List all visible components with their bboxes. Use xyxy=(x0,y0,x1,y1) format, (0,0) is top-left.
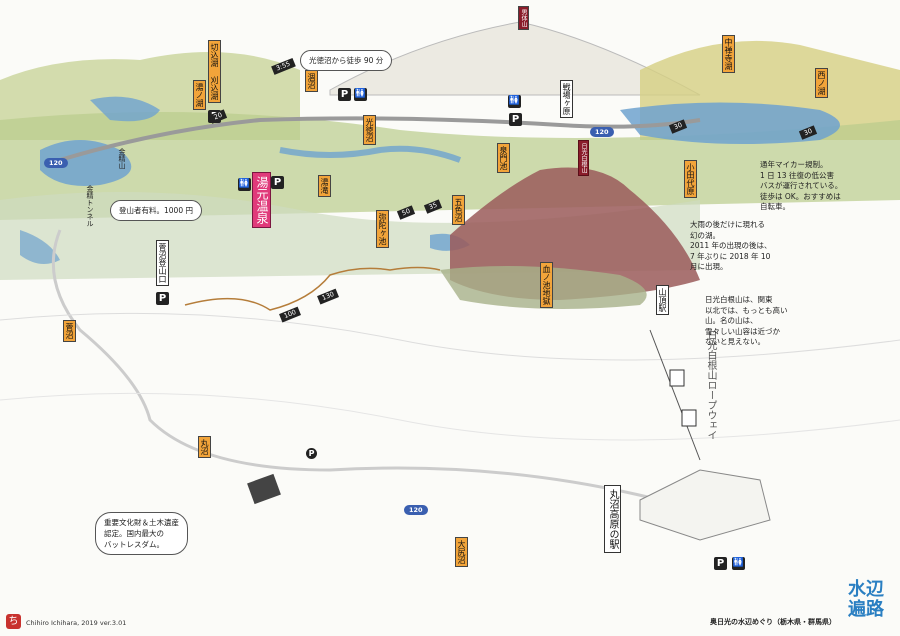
label-izumimonike: 泉門池 xyxy=(497,143,510,173)
note-maboroshi: 大雨の後だけに現れる 幻の湖。 2011 年の出現の後は、 7 年ぶりに 201… xyxy=(690,220,772,271)
route-120-shield: 120 xyxy=(44,158,68,168)
kogen-station xyxy=(639,469,771,541)
toilet-icon: 🚻 xyxy=(238,178,251,191)
label-konseiyama: 金精山 xyxy=(118,148,126,169)
gondola-1 xyxy=(669,369,685,387)
river xyxy=(279,145,462,163)
label-odashirogahara: 小田代原 xyxy=(684,160,697,198)
label-karenuma: 涸沼 xyxy=(305,70,318,92)
label-yumoto-onsen: 湯元温泉 xyxy=(252,172,271,228)
label-sancho-eki: 山頂駅 xyxy=(656,285,669,315)
sketch-ridge-2 xyxy=(0,392,900,441)
route-120-shield: 120 xyxy=(404,505,428,515)
brand-logo-line1: 水辺 xyxy=(848,579,884,600)
parking-icon: P xyxy=(156,292,169,305)
label-senjogahara: 戦場ヶ原 xyxy=(560,80,573,118)
note-tozan-fee: 登山者有料。1000 円 xyxy=(110,200,202,221)
note-mycar: 通年マイカー規制。 1 日 13 往復の低公害 バスが運行されている。 徒歩は … xyxy=(760,160,843,211)
map-title: 奥日光の水辺めぐり（栃木県・群馬県） xyxy=(710,618,836,626)
label-chinoike-jigoku: 血ノ池地獄 xyxy=(540,262,553,308)
label-kotokunuma: 光徳沼 xyxy=(363,115,376,145)
label-marunuma-kogen-eki: 丸沼高原の駅 xyxy=(604,485,621,553)
sketch-ridge-1 xyxy=(0,312,900,361)
label-chuzenjiko: 中禅寺湖 xyxy=(722,35,735,73)
label-nikko-shiranesan: 日光白根山 xyxy=(578,140,589,176)
dam-building xyxy=(247,473,281,505)
suganuma-water xyxy=(20,230,60,264)
label-suganuma-tozanguchi: 菅沼登山口 xyxy=(156,240,169,286)
label-yunoko: 湯ノ湖 xyxy=(193,80,206,110)
note-shirane: 日光白根山は、関東 以北では、もっとも高い 山。名の山は、 雪々しい山容は近づか… xyxy=(705,295,788,346)
parking-icon: P xyxy=(509,113,522,126)
ropeway-cable xyxy=(649,329,701,461)
label-yunotaki: 湯滝 xyxy=(318,175,331,197)
label-suganuma: 菅沼 xyxy=(63,320,76,342)
toilet-icon: 🚻 xyxy=(508,95,521,108)
chuzenjiko-water xyxy=(620,102,840,144)
note-kotoku-walk: 光徳沼から徒歩 90 分 xyxy=(300,50,393,71)
road-winding xyxy=(51,229,661,502)
credit-text: Chihiro Ichihara, 2019 ver.3.01 xyxy=(26,619,127,627)
yunoko-water xyxy=(40,140,132,186)
toilet-icon: 🚻 xyxy=(354,88,367,101)
label-sainoko: 西ノ湖 xyxy=(815,68,828,98)
label-marunuma: 丸沼 xyxy=(198,436,211,458)
brand-logo-line2: 遍路 xyxy=(848,599,884,620)
label-kirikomi-karikomi: 切込湖 刈込湖 xyxy=(208,40,221,103)
label-konsei-tunnel: 金精トンネル xyxy=(86,185,94,227)
gondola-2 xyxy=(681,409,697,427)
parking-icon: P xyxy=(338,88,351,101)
label-ropeway: 日光白根山ロープウェイ xyxy=(705,330,716,440)
parking-icon: P xyxy=(271,176,284,189)
author-mark-icon: ち xyxy=(6,614,21,629)
route-120-shield: 120 xyxy=(590,127,614,137)
parking-icon: P xyxy=(714,557,727,570)
label-nantaisan: 男体山 xyxy=(518,6,529,30)
parking-icon: P xyxy=(306,448,317,459)
label-goshikinuma: 五色沼 xyxy=(452,195,465,225)
label-ohjirinuma: 大尻沼 xyxy=(455,537,468,567)
note-dam: 重要文化財＆土木遺産 認定。国内最大の バットレスダム。 xyxy=(95,512,188,555)
lake-left xyxy=(90,96,160,122)
label-yashaga-ike: 弥陀ヶ池 xyxy=(376,210,389,248)
toilet-icon: 🚻 xyxy=(732,557,745,570)
hiking-trail xyxy=(184,266,441,311)
road-120-upper xyxy=(59,116,701,162)
